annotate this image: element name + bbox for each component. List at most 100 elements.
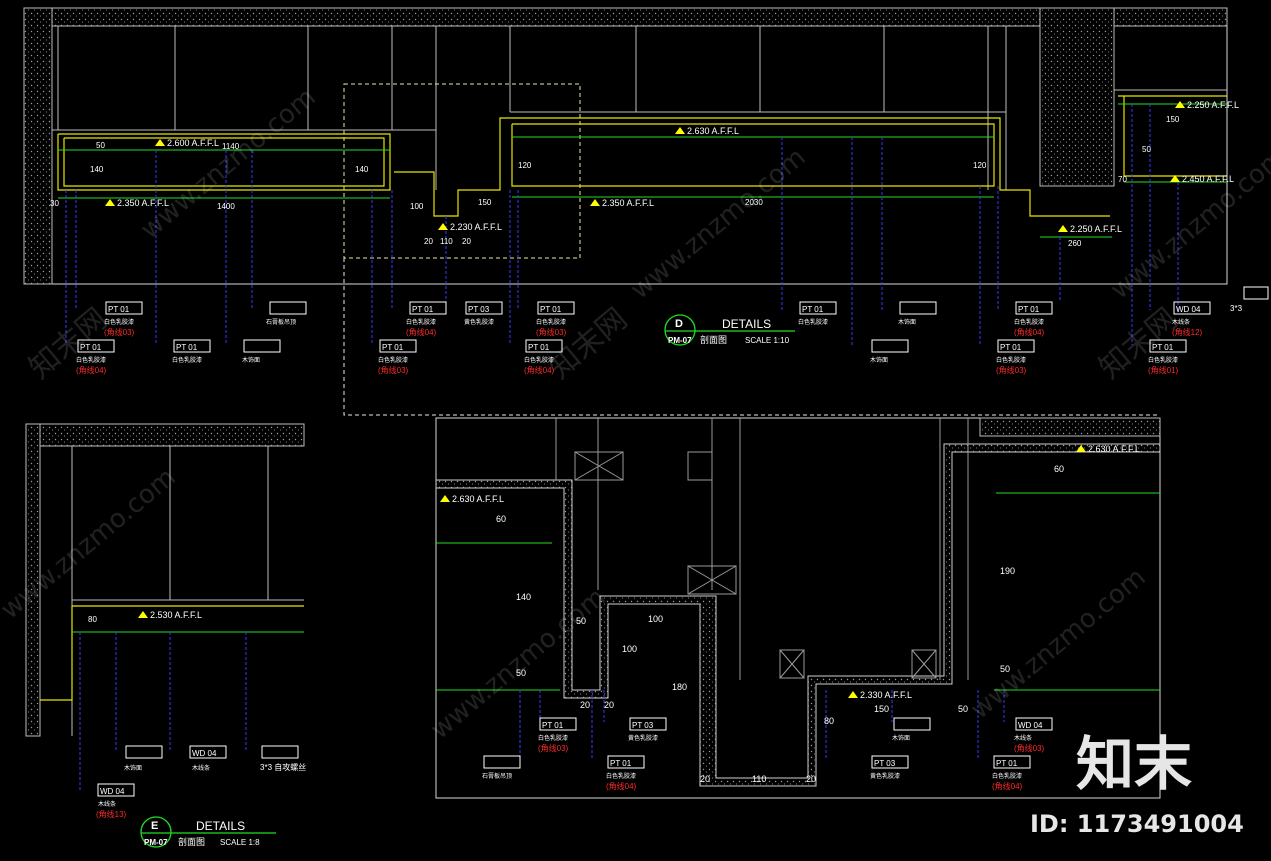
tag-pt01: PT 01 (528, 343, 550, 352)
dim-260: 260 (1068, 239, 1082, 248)
note-wood: 木饰面 (242, 356, 260, 364)
dim-1140: 1140 (222, 142, 240, 151)
ceiling-profile-e (40, 605, 304, 701)
tag-pt03: PT 03 (468, 305, 490, 314)
tag-pt01: PT 01 (412, 305, 434, 314)
detail-bubble (664, 314, 696, 346)
tag-pt01: PT 01 (1018, 305, 1040, 314)
enlarged-frame (435, 417, 1161, 799)
dim-60a: 60 (496, 514, 506, 524)
tag-wd04: WD 04 (1018, 721, 1043, 730)
column-hatch (1039, 7, 1115, 187)
dim-100b: 100 (622, 644, 637, 654)
dim-3x3b: 3*3 自攻螺丝 (260, 762, 306, 772)
callout-04: (角线04) (1014, 327, 1045, 337)
tag-pt01: PT 01 (108, 305, 130, 314)
dim-50d: 50 (1000, 664, 1010, 674)
note-white: 白色乳胶漆 (406, 318, 436, 326)
tag-wd04: WD 04 (100, 787, 125, 796)
dim-50a: 50 (576, 616, 586, 626)
detail-scale: SCALE 1:8 (220, 838, 260, 847)
ceiling-profile-right (1118, 95, 1227, 177)
note-wood-line: 木线条 (1014, 734, 1032, 742)
note-wood-line: 木线条 (192, 764, 210, 772)
level-triangle (1170, 175, 1180, 182)
finish-lines-enlarged (436, 492, 1160, 691)
callout-13: (角线13) (96, 809, 127, 819)
callout-03: (角线03) (378, 365, 409, 375)
dim-100: 100 (410, 202, 424, 211)
note-white: 白色乳胶漆 (378, 356, 408, 364)
note-yellow: 黄色乳胶漆 (870, 772, 900, 780)
detail-d-title-block: D PM-07 DETAILS 剖面图 SCALE 1:10 (664, 314, 795, 346)
dim-50b: 50 (516, 668, 526, 678)
note-white: 白色乳胶漆 (798, 318, 828, 326)
callout-04: (角线04) (406, 327, 437, 337)
tag-pt03: PT 03 (632, 721, 654, 730)
leader-lines-enlarged (519, 690, 1005, 760)
tag-pt01: PT 01 (802, 305, 824, 314)
dim-120b: 120 (973, 161, 987, 170)
dim-50c: 50 (958, 704, 968, 714)
tag-pt01: PT 01 (540, 305, 562, 314)
detail-letter: D (675, 318, 683, 330)
callout-04: (角线04) (524, 365, 555, 375)
watermark-site: www.znzmo.com (135, 82, 321, 245)
dim-140: 140 (90, 165, 104, 174)
detail-letter: E (151, 820, 158, 832)
watermark-site: www.znzmo.com (625, 142, 811, 305)
leader-lines (65, 104, 1179, 345)
grid-lines (52, 25, 1227, 190)
level-triangle (675, 127, 685, 134)
note-white: 白色乳胶漆 (1014, 318, 1044, 326)
enlarged-detail-section: 2.630 A.F.F.L 2.630 A.F.F.L 2.330 A.F.F.… (435, 417, 1161, 799)
tag-pt01: PT 01 (996, 759, 1018, 768)
callout-03: (角线03) (536, 327, 567, 337)
top-slab-right-hatch (1113, 7, 1228, 27)
callout-01: (角线01) (1148, 365, 1179, 375)
detail-title: DETAILS (722, 317, 771, 331)
top-hatch-right (979, 417, 1161, 437)
note-white: 白色乳胶漆 (104, 318, 134, 326)
level-triangle (438, 223, 448, 230)
level-triangle (848, 691, 858, 698)
detail-e-title-block: E PM-07 DETAILS 剖面图 SCALE 1:8 (140, 816, 276, 848)
tag-pt01: PT 01 (176, 343, 198, 352)
level-triangle (105, 199, 115, 206)
note-wood-line: 木线条 (98, 800, 116, 808)
note-white: 白色乳胶漆 (996, 356, 1026, 364)
level-triangle (138, 611, 148, 618)
brand-logo: 知末 (1076, 730, 1192, 798)
note-wood: 木饰面 (870, 356, 888, 364)
dim-190: 190 (1000, 566, 1015, 576)
detail-subtitle: 剖面图 (178, 836, 205, 847)
sheet-number: PM-07 (668, 336, 692, 345)
level-markers: 2.600 A.F.F.L 2.630 A.F.F.L 2.350 A.F.F.… (105, 100, 1239, 234)
level-triangle (155, 139, 165, 146)
tag-pt01: PT 01 (80, 343, 102, 352)
detail-e-section: 2.530 A.F.F.L 80 木饰面 WD 04 木线条 3*3 自攻螺丝 … (25, 423, 306, 848)
note-white: 白色乳胶漆 (76, 356, 106, 364)
watermark-site: www.znzmo.com (965, 562, 1151, 725)
detail-link-dashed (343, 258, 1160, 416)
level-triangle (1058, 225, 1068, 232)
note-yellow: 黄色乳胶漆 (464, 318, 494, 326)
detail-bubble (140, 816, 172, 848)
tag-pt03: PT 03 (874, 759, 896, 768)
dim-60b: 60 (1054, 464, 1064, 474)
dim-100a: 100 (648, 614, 663, 624)
dim-150b: 150 (1166, 115, 1180, 124)
tag-pt01: PT 01 (610, 759, 632, 768)
callout-03: (角线03) (538, 743, 569, 753)
note-wood: 木饰面 (124, 764, 142, 772)
note-gypsum: 石膏板吊顶 (266, 318, 296, 326)
dim-20a: 20 (424, 237, 433, 246)
dim-20b: 20 (462, 237, 471, 246)
callout-04: (角线04) (606, 781, 637, 791)
level-triangle (1076, 445, 1086, 452)
image-id: ID: 1173491004 (1030, 810, 1244, 838)
detail-scale: SCALE 1:10 (745, 336, 790, 345)
note-white: 白色乳胶漆 (538, 734, 568, 742)
dimension-texts: 1140 1400 2030 150 100 110 20 20 260 50 … (50, 115, 1180, 248)
note-white: 白色乳胶漆 (524, 356, 554, 364)
